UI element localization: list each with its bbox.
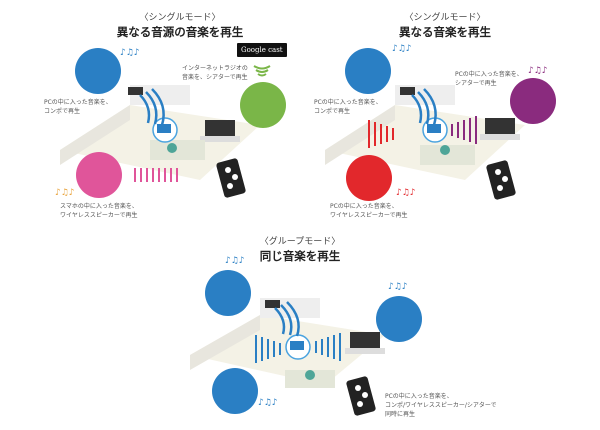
caption-theater: インターネットラジオの 音楽を、シアターで再生 <box>182 64 248 82</box>
caption-line: PCの中に入った音楽を、 <box>330 203 398 210</box>
music-notes-icon: ♪♫♪ <box>388 282 408 292</box>
caption-line: インターネットラジオの <box>182 65 248 72</box>
waves-combo <box>411 88 437 126</box>
google-cast-logo: Google cast <box>237 43 287 57</box>
caption-speaker: スマホの中に入った音楽を、 ワイヤレススピーカーで再生 <box>60 202 138 220</box>
speaker-listener-circle <box>346 155 392 201</box>
waves-speaker <box>134 168 178 182</box>
smartphone-icon <box>216 158 246 198</box>
mode-label: 〈シングルモード〉 <box>139 13 221 23</box>
room-floor <box>60 85 260 180</box>
caption-line: ワイヤレススピーカーで再生 <box>330 212 408 219</box>
waves-speaker <box>255 335 281 363</box>
mode-label: 〈シングルモード〉 <box>404 13 486 23</box>
theater-listener-circle <box>510 78 556 124</box>
panel-title: 同じ音楽を再生 <box>259 249 341 263</box>
panel-title: 異なる音楽を再生 <box>399 25 491 39</box>
music-notes-icon: ♪♫♪ <box>225 256 245 266</box>
waves-speaker <box>368 120 394 148</box>
caption-line: PCの中に入った音楽を、 <box>44 99 112 106</box>
caption-line: 同時に再生 <box>385 411 416 418</box>
caption-line: スマホの中に入った音楽を、 <box>60 203 138 210</box>
wifi-icon <box>253 65 271 77</box>
waves-combo <box>139 88 165 126</box>
caption-line: コンポで再生 <box>44 108 81 115</box>
caption-theater: PCの中に入った音楽を、 シアターで再生 <box>455 70 523 88</box>
theater-listener-circle <box>376 296 422 342</box>
mode-label: 〈グループモード〉 <box>259 237 341 247</box>
music-notes-icon: ♪♫♪ <box>392 44 412 54</box>
speaker-listener-circle <box>76 152 122 198</box>
smartphone-icon <box>486 160 516 200</box>
theater-listener-circle <box>240 82 286 128</box>
caption-speaker: PCの中に入った音楽を、 ワイヤレススピーカーで再生 <box>330 202 407 220</box>
caption-line: ワイヤレススピーカーで再生 <box>60 212 138 219</box>
caption-line: コンポ/ワイヤレススピーカー/シアターで <box>385 402 497 409</box>
caption-combo: PCの中に入った音楽を、 コンポで再生 <box>44 98 112 116</box>
panel-group-same-music: 〈グループモード〉 同じ音楽を再生 ♪♫♪ ♪♫♪ ♪♫♪ <box>150 220 497 430</box>
caption-line: シアターで再生 <box>455 80 497 87</box>
caption-line: コンポで再生 <box>314 108 351 115</box>
waves-theater <box>451 116 477 144</box>
music-notes-icon: ♪♫♪ <box>528 66 548 76</box>
caption-group: PCの中に入った音楽を、 コンポ/ワイヤレススピーカー/シアターで 同時に再生 <box>385 392 497 419</box>
music-notes-icon: ♪♫♪ <box>55 188 75 198</box>
smartphone-icon <box>346 376 376 416</box>
panel-single-diff-music: 〈シングルモード〉 異なる音楽を再生 ♪♫♪ ♪♫♪ ♪♫♪ <box>300 0 600 220</box>
caption-line: PCの中に入った音楽を、 <box>455 71 523 78</box>
caption-combo: PCの中に入った音楽を、 コンポで再生 <box>314 98 382 116</box>
caption-line: 音楽を、シアターで再生 <box>182 74 248 81</box>
caption-line: PCの中に入った音楽を、 <box>385 393 453 400</box>
panel-title: 異なる音源の音楽を再生 <box>116 25 244 39</box>
music-notes-icon: ♪♫♪ <box>396 188 416 198</box>
room-floor <box>190 298 385 388</box>
caption-line: PCの中に入った音楽を、 <box>314 99 382 106</box>
combo-listener-circle <box>75 48 121 94</box>
waves-combo <box>274 301 300 337</box>
combo-listener-circle <box>205 270 251 316</box>
music-notes-icon: ♪♫♪ <box>120 48 140 58</box>
speaker-listener-circle <box>212 368 258 414</box>
panel-single-diff-source: 〈シングルモード〉 異なる音源の音楽を再生 ♪♫♪ ♪♫♪ Google cas… <box>0 0 300 220</box>
combo-listener-circle <box>345 48 391 94</box>
waves-theater <box>315 333 341 361</box>
music-notes-icon: ♪♫♪ <box>258 398 278 408</box>
